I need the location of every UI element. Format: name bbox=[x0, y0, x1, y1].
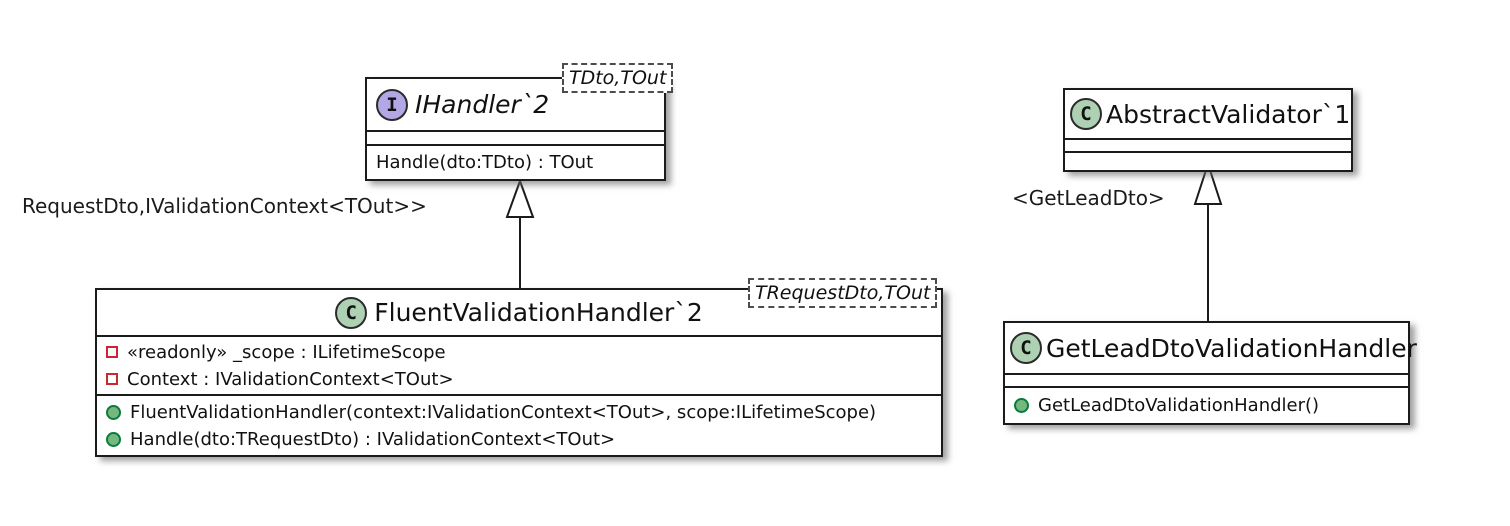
compartment-divider bbox=[367, 130, 664, 132]
compartment-divider bbox=[97, 335, 941, 337]
field-label: Context : IValidationContext<TOut> bbox=[127, 368, 454, 390]
class-stereotype-icon: C bbox=[1010, 332, 1042, 364]
inheritance-arrowhead-icon bbox=[1193, 162, 1223, 205]
edge-label-left-generic-binding: RequestDto,IValidationContext<TOut>> bbox=[22, 194, 427, 218]
fields-compartment-empty bbox=[1005, 375, 1408, 386]
inheritance-line-fluent-to-ihandler bbox=[519, 216, 521, 288]
field-label: «readonly» _scope : ILifetimeScope bbox=[127, 341, 446, 363]
private-field-icon bbox=[106, 373, 118, 385]
fields-compartment-empty bbox=[1065, 140, 1351, 151]
method-label: Handle(dto:TRequestDto) : IValidationCon… bbox=[130, 428, 616, 450]
private-field-icon bbox=[106, 346, 118, 358]
method-label: GetLeadDtoValidationHandler() bbox=[1038, 395, 1320, 416]
class-box-getleaddtovalidationhandler: C GetLeadDtoValidationHandler GetLeadDto… bbox=[1003, 321, 1417, 425]
class-title-getlead: C GetLeadDtoValidationHandler bbox=[1005, 323, 1417, 373]
class-box-ihandler: I IHandler`2 Handle(dto:TDto) : TOut bbox=[365, 77, 666, 181]
public-method-icon bbox=[106, 431, 121, 447]
field-row: Context : IValidationContext<TOut> bbox=[106, 366, 932, 393]
inheritance-line-getlead-to-abstractvalidator bbox=[1207, 203, 1209, 321]
method-row: FluentValidationHandler(context:IValidat… bbox=[106, 399, 932, 426]
field-row: «readonly» _scope : ILifetimeScope bbox=[106, 339, 932, 366]
compartment-divider bbox=[97, 394, 941, 396]
method-row: Handle(dto:TRequestDto) : IValidationCon… bbox=[106, 426, 932, 453]
method-label: FluentValidationHandler(context:IValidat… bbox=[130, 401, 877, 423]
class-box-abstractvalidator: C AbstractValidator`1 bbox=[1063, 88, 1353, 172]
class-title-ihandler: I IHandler`2 bbox=[367, 79, 664, 130]
compartment-divider bbox=[1065, 138, 1351, 140]
fields-compartment-empty bbox=[367, 132, 664, 144]
class-name-ihandler: IHandler`2 bbox=[415, 90, 550, 119]
method-label: Handle(dto:TDto) : TOut bbox=[376, 152, 594, 173]
methods-compartment: Handle(dto:TDto) : TOut bbox=[367, 146, 664, 179]
class-name-fluent: FluentValidationHandler`2 bbox=[374, 298, 703, 327]
class-title-fluent: C FluentValidationHandler`2 bbox=[97, 290, 941, 335]
generic-params-label-ihandler: TDto,TOut bbox=[562, 63, 674, 93]
class-name-abstractvalidator: AbstractValidator`1 bbox=[1106, 99, 1351, 129]
compartment-divider bbox=[1005, 373, 1408, 375]
interface-stereotype-icon: I bbox=[376, 88, 408, 121]
method-row: Handle(dto:TDto) : TOut bbox=[376, 149, 655, 176]
compartment-divider bbox=[367, 144, 664, 146]
methods-compartment: GetLeadDtoValidationHandler() bbox=[1005, 388, 1408, 423]
method-row: GetLeadDtoValidationHandler() bbox=[1014, 392, 1399, 419]
inheritance-arrowhead-icon bbox=[505, 179, 535, 218]
public-method-icon bbox=[1014, 398, 1029, 413]
generic-params-label-fluent: TRequestDto,TOut bbox=[748, 278, 938, 308]
public-method-icon bbox=[106, 404, 121, 420]
class-name-getlead: GetLeadDtoValidationHandler bbox=[1046, 333, 1417, 363]
class-title-abstractvalidator: C AbstractValidator`1 bbox=[1065, 90, 1351, 138]
compartment-divider bbox=[1005, 386, 1408, 388]
methods-compartment: FluentValidationHandler(context:IValidat… bbox=[97, 396, 941, 455]
class-box-fluentvalidationhandler: C FluentValidationHandler`2 «readonly» _… bbox=[95, 288, 943, 457]
class-stereotype-icon: C bbox=[1070, 98, 1102, 130]
methods-compartment-empty bbox=[1065, 153, 1351, 170]
class-stereotype-icon: C bbox=[335, 296, 368, 329]
edge-label-right-generic-binding: <GetLeadDto> bbox=[1012, 186, 1165, 210]
fields-compartment: «readonly» _scope : ILifetimeScope Conte… bbox=[97, 337, 941, 394]
compartment-divider bbox=[1065, 151, 1351, 153]
